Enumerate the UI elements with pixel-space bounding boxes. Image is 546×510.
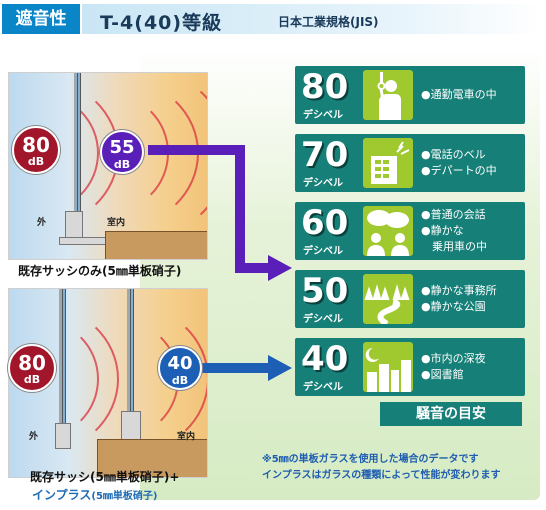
inside-label: 室内 <box>107 218 126 228</box>
sash-frame <box>74 73 79 213</box>
level-examples: ●通勤電車の中 <box>421 88 497 101</box>
level-card-40: 40 デシベル ●市内の深夜 ●図書館 <box>295 338 525 396</box>
outside-label: 外 <box>29 432 39 442</box>
section-tag: 遮音性 <box>2 4 80 34</box>
telephone-bell-icon <box>363 138 413 188</box>
header-bar <box>82 4 542 34</box>
note-line: ※5㎜の単板ガラスを使用した場合のデータです <box>262 454 479 465</box>
level-examples: ●市内の深夜 ●図書館 <box>421 352 486 381</box>
page-title: T-4(40)等級 <box>100 12 223 34</box>
park-landscape-icon <box>363 274 413 324</box>
glass-pane <box>77 73 81 213</box>
window-sill <box>97 439 207 477</box>
arrow-55-to-50 <box>148 145 270 273</box>
level-examples: ●普通の会話 ●静かな 乗用車の中 <box>421 208 487 253</box>
panel-caption-product: インプラス(5㎜単板硝子) <box>32 486 158 503</box>
product-name: インプラス <box>32 488 92 502</box>
inner-sash-frame <box>127 289 132 414</box>
header: 遮音性 T-4(40)等級 日本工業規格(JIS) <box>0 0 546 40</box>
sash-bottom <box>55 423 71 449</box>
inside-label: 室内 <box>177 432 196 442</box>
level-card-60: 60 デシベル ●普通の会話 ●静かな 乗用車の中 <box>295 202 525 260</box>
inner-glass-pane <box>130 289 134 414</box>
noise-guide-label: 騒音の目安 <box>380 402 522 426</box>
panel-caption: 既存サッシのみ(5㎜単板硝子) <box>18 264 182 278</box>
arrow-head-blue <box>268 355 292 381</box>
note-line: インプラスはガラスの種類によって性能が変わります <box>262 470 501 481</box>
level-examples: ●静かな事務所 ●静かな公園 <box>421 284 497 313</box>
level-card-70: 70 デシベル ●電話のベル ●デパートの中 <box>295 134 525 192</box>
glass-pane <box>62 289 66 429</box>
window-sill <box>105 231 207 259</box>
product-spec: (5㎜単板硝子) <box>91 491 158 502</box>
train-passenger-icon <box>363 70 413 120</box>
level-card-80: 80 デシベル ●通勤電車の中 <box>295 66 525 124</box>
level-examples: ●電話のベル ●デパートの中 <box>421 148 497 177</box>
conversation-icon <box>363 206 413 256</box>
night-city-icon <box>363 342 413 392</box>
page-subtitle: 日本工業規格(JIS) <box>278 15 379 29</box>
sash-frame <box>59 289 64 429</box>
outside-label: 外 <box>37 218 47 228</box>
arrow-head-purple <box>268 255 292 281</box>
panel-caption: 既存サッシ(5㎜単板硝子)+ <box>30 470 180 484</box>
level-card-50: 50 デシベル ●静かな事務所 ●静かな公園 <box>295 270 525 328</box>
